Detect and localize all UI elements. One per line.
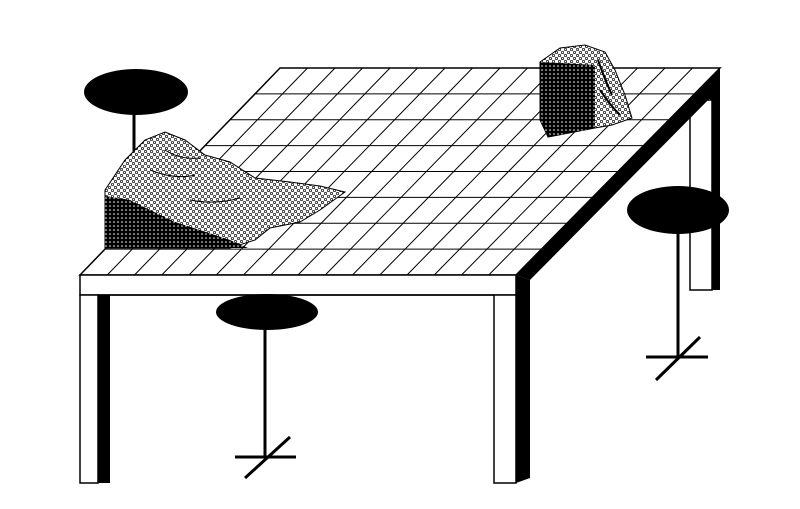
table-leg-front-right: [493, 275, 530, 484]
rock-block: [539, 44, 633, 138]
table: [78, 67, 722, 484]
stool-right: [627, 186, 729, 382]
table-leg-front-left: [79, 294, 110, 484]
tabletop-edge-front: [79, 274, 517, 296]
rock-landscape: [104, 131, 347, 249]
stool-front: [216, 294, 318, 480]
tabletop-edge-right: [516, 68, 720, 280]
